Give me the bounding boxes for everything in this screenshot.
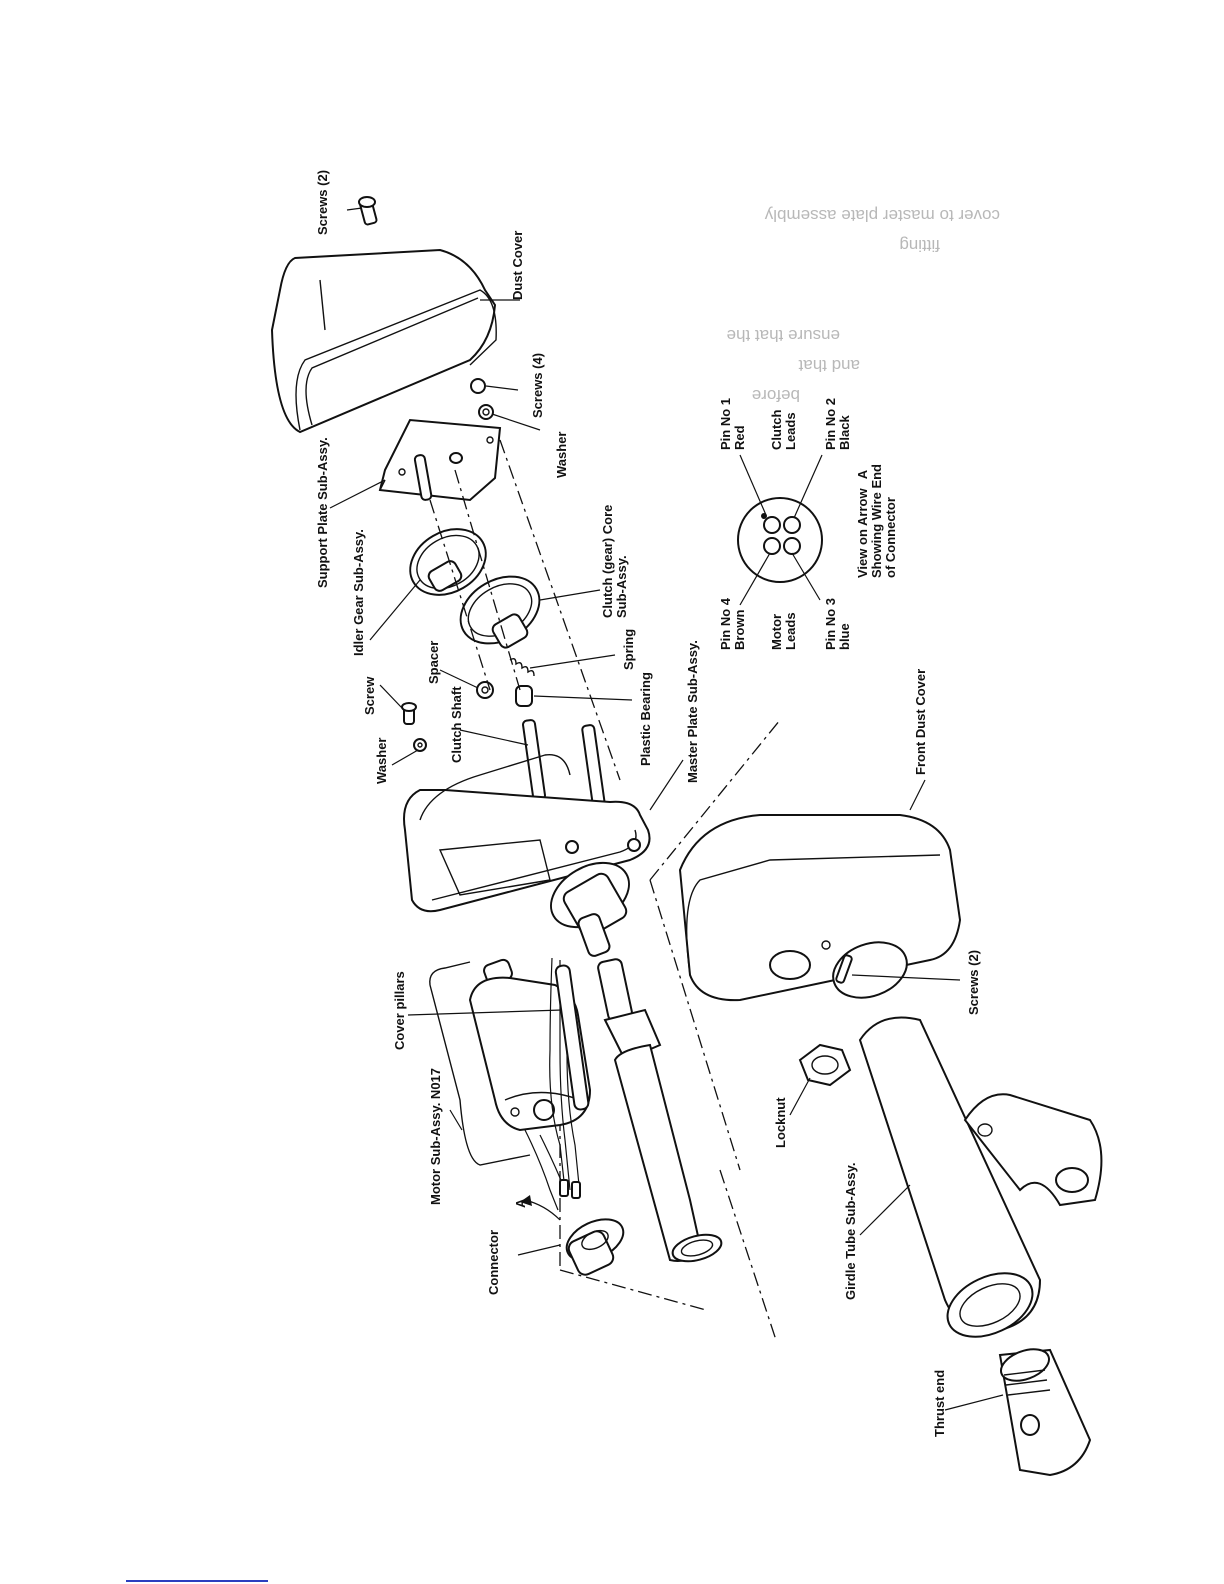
clutch-core-gear	[459, 575, 541, 649]
label-pin-3-color: blue	[837, 623, 852, 650]
threaded-collar	[550, 861, 630, 957]
arrow-a	[520, 1195, 561, 1221]
dust-cover	[270, 248, 497, 434]
thrust-end	[998, 1348, 1092, 1477]
cover-pillars	[554, 964, 590, 1111]
label-pin-2-color: Black	[837, 415, 852, 450]
label-screw: Screw	[362, 676, 377, 715]
label-motor-leads-2: Leads	[783, 612, 798, 650]
connector-view-labels: Pin No 1 Red Clutch Leads Pin No 2 Black…	[718, 398, 898, 650]
label-screws-4: Screws (4)	[530, 353, 545, 418]
label-clutch-leads-2: Leads	[783, 412, 798, 450]
idler-gear	[409, 528, 487, 596]
support-plate	[378, 418, 502, 502]
label-dust-cover: Dust Cover	[510, 231, 525, 300]
motor-bracket	[429, 961, 531, 1166]
locknut	[798, 1043, 852, 1087]
label-washer-right: Washer	[554, 432, 569, 478]
girdle-tube	[858, 1016, 1103, 1338]
label-clutch-core-2: Sub-Assy.	[614, 555, 629, 618]
threaded-rod	[597, 958, 723, 1263]
label-screws-2-bottom: Screws (2)	[966, 950, 981, 1015]
label-support-plate: Support Plate Sub-Assy.	[315, 437, 330, 588]
connector-end-view	[737, 497, 823, 583]
label-idler-gear: Idler Gear Sub-Assy.	[351, 529, 366, 656]
footnote-rule	[126, 1580, 268, 1582]
label-pin-4-color: Brown	[732, 610, 747, 651]
label-front-dust-cover: Front Dust Cover	[913, 669, 928, 775]
label-clutch-leads-1: Clutch	[769, 410, 784, 451]
label-view-caption-3: of Connector	[883, 497, 898, 578]
bleed-line-1: cover to master plate assembly	[764, 206, 1000, 225]
bleed-line-4: and that	[798, 356, 860, 375]
bleed-line-5: before	[752, 386, 800, 405]
label-screws-2-top: Screws (2)	[315, 170, 330, 235]
label-connector: Connector	[486, 1230, 501, 1295]
label-motor-leads-1: Motor	[769, 614, 784, 650]
label-cover-pillars: Cover pillars	[392, 971, 407, 1050]
label-motor: Motor Sub-Assy. N017	[428, 1068, 443, 1205]
leader-lines	[329, 207, 1004, 1411]
part-labels: Screws (2) Dust Cover Screws (4) Washer …	[315, 170, 981, 1437]
label-plastic-bearing: Plastic Bearing	[638, 672, 653, 766]
label-pin-2: Pin No 2	[823, 398, 838, 450]
connector	[565, 1218, 625, 1276]
label-pin-4: Pin No 4	[718, 597, 733, 650]
bleed-line-3: ensure that the	[727, 326, 840, 345]
label-girdle-tube: Girdle Tube Sub-Assy.	[843, 1163, 858, 1300]
caption-arrow-a: A	[855, 469, 870, 479]
cover-screw-and-washer	[470, 378, 494, 420]
master-plate	[403, 753, 651, 913]
left-screw-and-washer	[401, 702, 427, 752]
caption-view-on-arrow: View on Arrow	[855, 488, 870, 578]
label-pin-1: Pin No 1	[718, 398, 733, 450]
label-spacer: Spacer	[426, 641, 441, 684]
label-arrow-a: A	[513, 1198, 528, 1208]
label-pin-3: Pin No 3	[823, 598, 838, 650]
top-screws	[358, 196, 378, 226]
bleed-line-2: fitting	[899, 236, 940, 255]
label-clutch-core: Clutch (gear) Core	[600, 505, 615, 618]
label-washer-left: Washer	[374, 738, 389, 784]
label-spring: Spring	[621, 629, 636, 670]
label-thrust-end: Thrust end	[932, 1370, 947, 1437]
label-locknut: Locknut	[773, 1097, 788, 1148]
front-dust-cover	[678, 814, 962, 1002]
label-view-caption-1: View on Arrow A	[855, 469, 870, 578]
bleed-through-text: cover to master plate assembly fitting e…	[727, 206, 1000, 405]
label-master-plate: Master Plate Sub-Assy.	[685, 640, 700, 783]
label-clutch-shaft: Clutch Shaft	[449, 686, 464, 763]
label-view-caption-2: Showing Wire End	[869, 464, 884, 578]
label-pin-1-color: Red	[732, 425, 747, 450]
spring-bearing-spacer	[476, 657, 535, 707]
